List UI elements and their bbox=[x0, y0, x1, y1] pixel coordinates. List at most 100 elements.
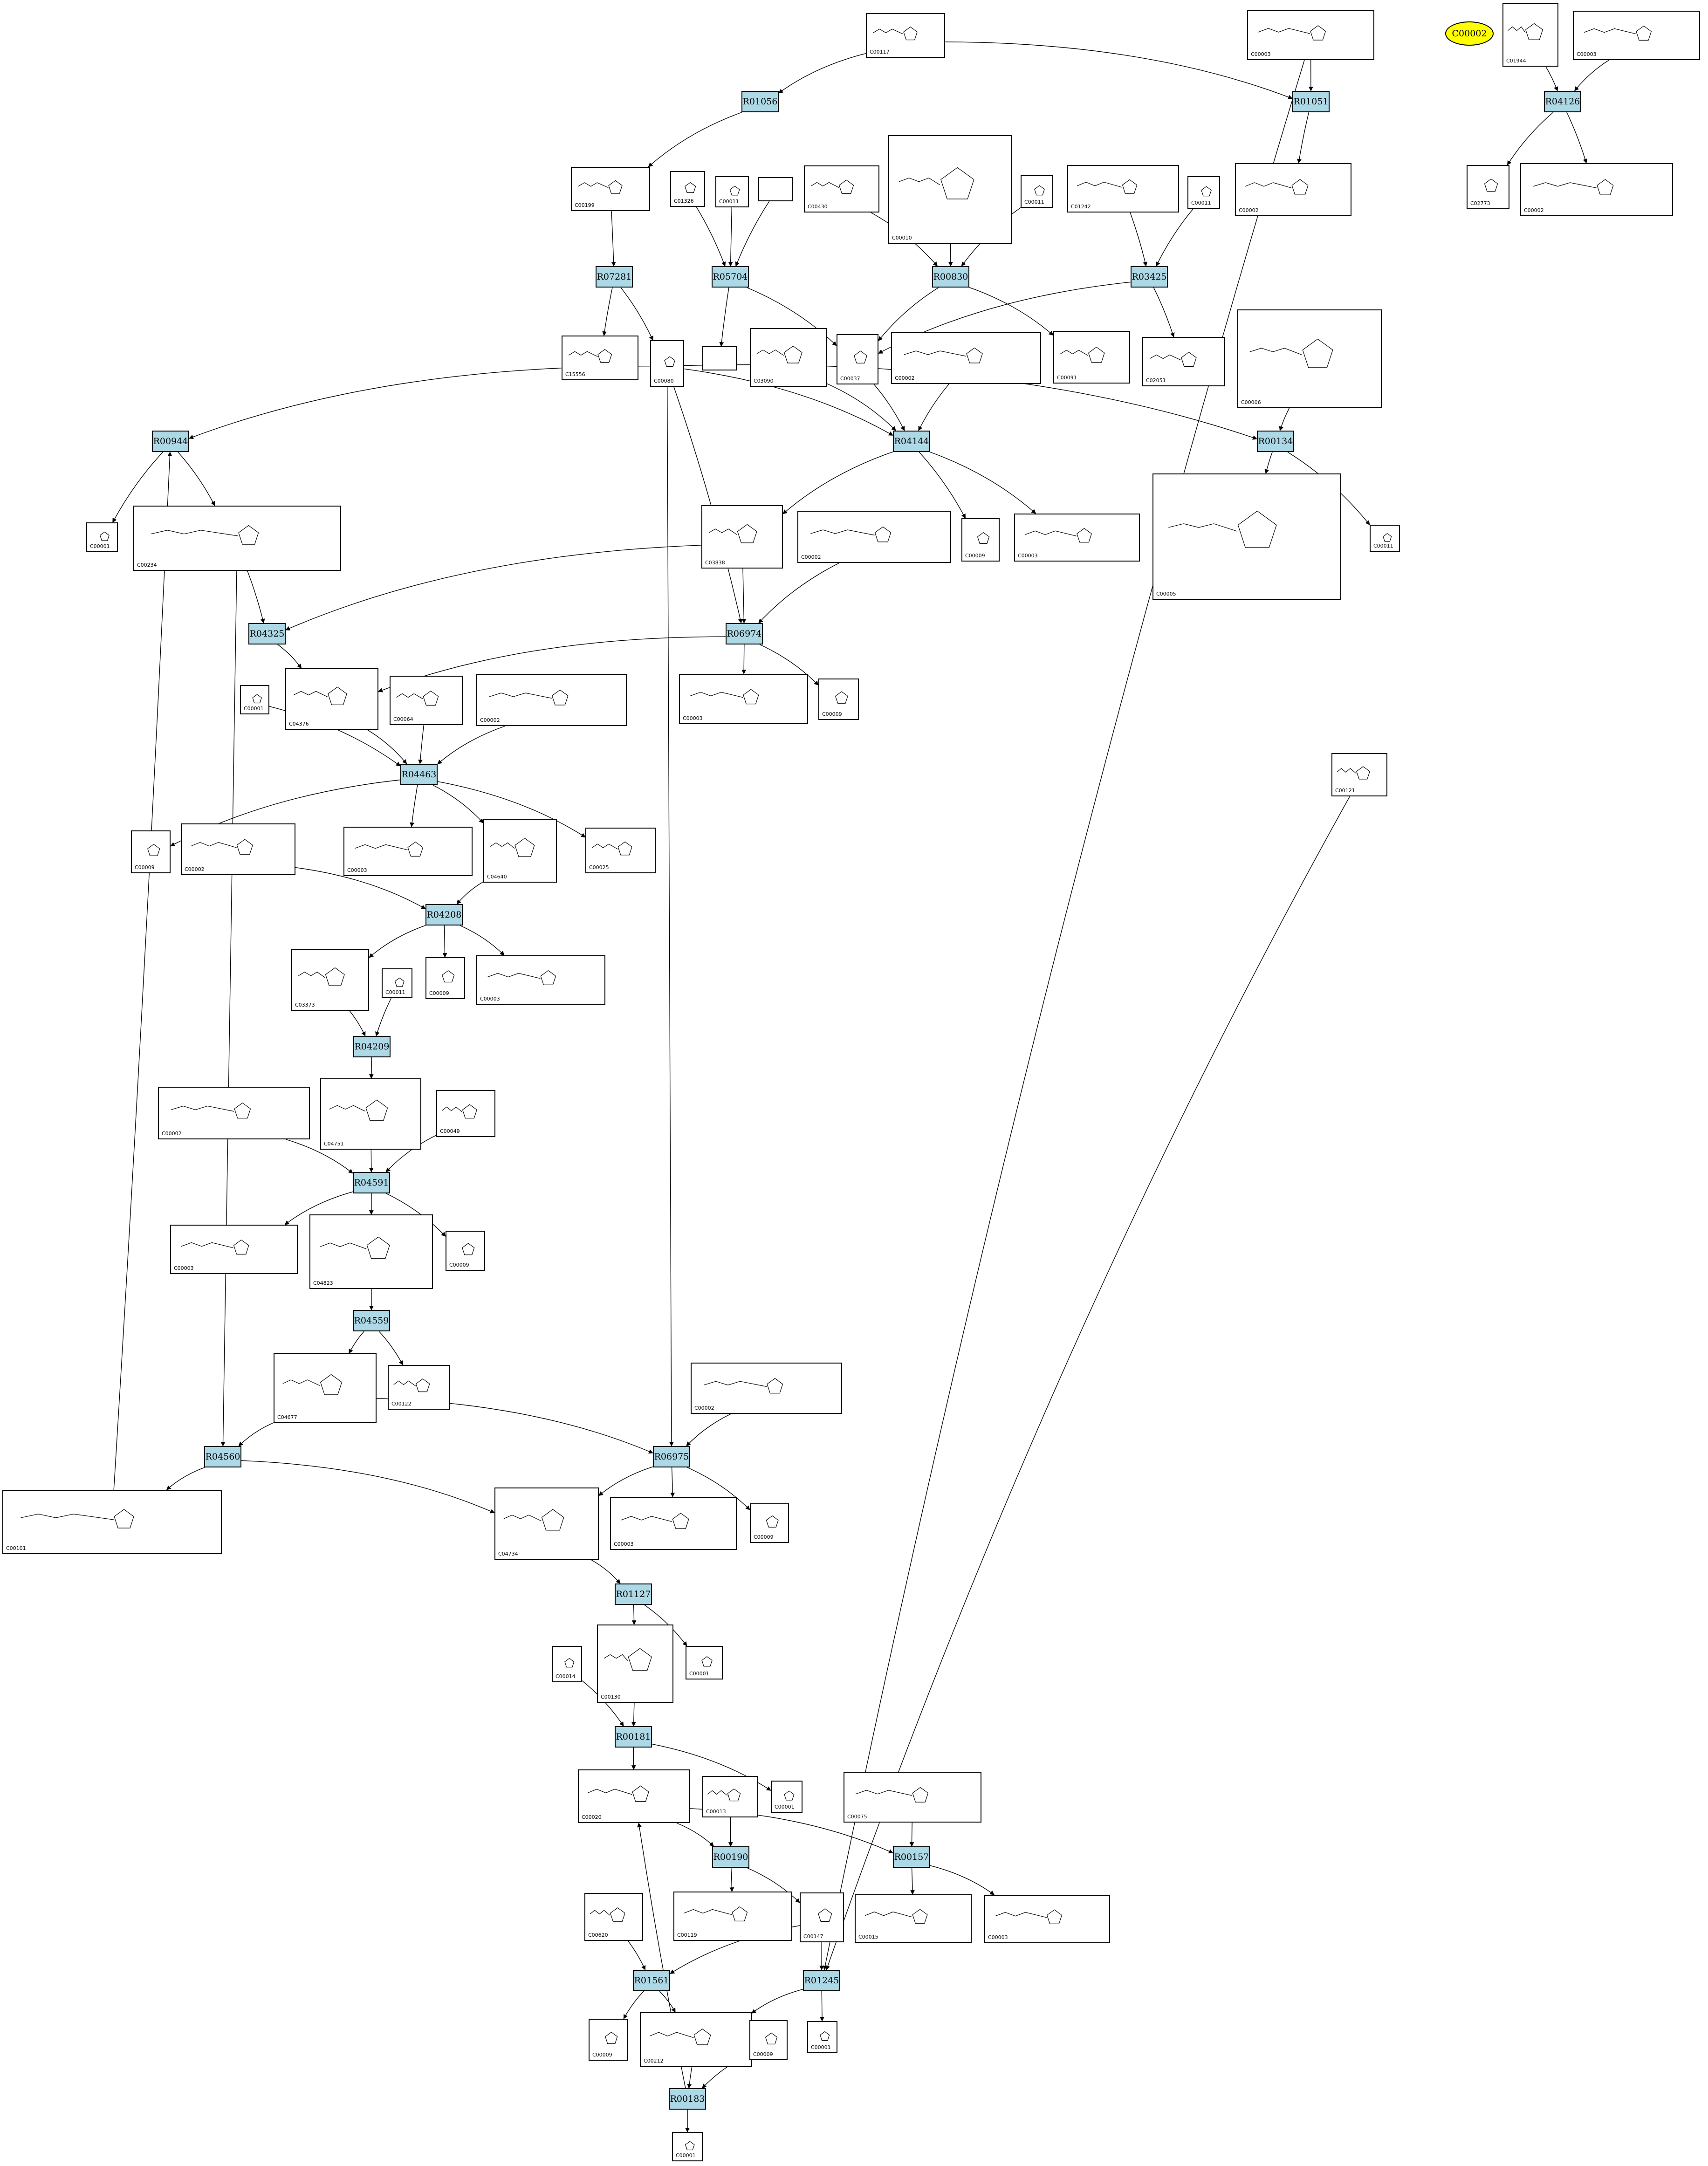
reaction-r01056[interactable]: R01056 bbox=[741, 91, 779, 112]
compound-c00002[interactable]: C00002 bbox=[797, 511, 951, 563]
compound-unlabeled[interactable] bbox=[702, 346, 737, 370]
compound-unlabeled[interactable] bbox=[758, 177, 793, 201]
compound-c03838[interactable]: C03838 bbox=[701, 505, 783, 569]
compound-c01944[interactable]: C01944 bbox=[1502, 3, 1558, 67]
compound-c00212[interactable]: C00212 bbox=[640, 2012, 752, 2067]
reaction-r04463[interactable]: R04463 bbox=[400, 764, 438, 785]
reaction-r04591[interactable]: R04591 bbox=[353, 1172, 390, 1193]
compound-c00001[interactable]: C00001 bbox=[807, 2021, 837, 2053]
compound-c00122[interactable]: C00122 bbox=[388, 1365, 450, 1410]
compound-c04823[interactable]: C04823 bbox=[309, 1214, 433, 1289]
compound-c00430[interactable]: C00430 bbox=[804, 165, 879, 212]
compound-c00009[interactable]: C00009 bbox=[818, 679, 859, 720]
compound-c00001[interactable]: C00001 bbox=[240, 685, 269, 714]
compound-c01326[interactable]: C01326 bbox=[670, 171, 705, 207]
compound-c01242[interactable]: C01242 bbox=[1067, 165, 1179, 212]
compound-c00009[interactable]: C00009 bbox=[750, 1503, 789, 1543]
compound-c00009[interactable]: C00009 bbox=[446, 1231, 485, 1271]
reaction-r07281[interactable]: R07281 bbox=[596, 266, 633, 288]
compound-c00003[interactable]: C00003 bbox=[984, 1895, 1110, 1943]
compound-c00003[interactable]: C00003 bbox=[170, 1225, 298, 1274]
compound-c00002[interactable]: C00002 bbox=[891, 332, 1041, 384]
compound-c00003[interactable]: C00003 bbox=[343, 827, 473, 876]
reaction-r00830[interactable]: R00830 bbox=[932, 266, 969, 288]
reaction-r01561[interactable]: R01561 bbox=[633, 1970, 670, 1991]
compound-c00147[interactable]: C00147 bbox=[800, 1892, 844, 1942]
compound-c04376[interactable]: C04376 bbox=[285, 668, 378, 730]
reaction-r00944[interactable]: R00944 bbox=[152, 431, 189, 452]
reaction-r01127[interactable]: R01127 bbox=[615, 1583, 652, 1605]
reaction-r06974[interactable]: R06974 bbox=[726, 623, 763, 644]
compound-c00003[interactable]: C00003 bbox=[1247, 10, 1374, 60]
compound-c00001[interactable]: C00001 bbox=[686, 1646, 723, 1679]
compound-c00011[interactable]: C00011 bbox=[715, 176, 749, 207]
reaction-r03425[interactable]: R03425 bbox=[1131, 266, 1168, 288]
compound-c00025[interactable]: C00025 bbox=[585, 828, 656, 873]
reaction-r00181[interactable]: R00181 bbox=[615, 1726, 652, 1748]
compound-c04677[interactable]: C04677 bbox=[274, 1353, 377, 1423]
reaction-r01051[interactable]: R01051 bbox=[1292, 91, 1330, 112]
compound-c00234[interactable]: C00234 bbox=[133, 506, 341, 571]
reaction-r05704[interactable]: R05704 bbox=[712, 266, 749, 288]
compound-c00121[interactable]: C00121 bbox=[1331, 753, 1387, 796]
compound-c00009[interactable]: C00009 bbox=[131, 830, 171, 873]
compound-c00002[interactable]: C00002 bbox=[691, 1363, 842, 1414]
compound-c00002[interactable]: C00002 bbox=[181, 823, 295, 875]
reaction-r06975[interactable]: R06975 bbox=[653, 1446, 690, 1467]
compound-c00001[interactable]: C00001 bbox=[672, 2132, 703, 2161]
compound-c00009[interactable]: C00009 bbox=[425, 957, 465, 999]
highlighted-compound-c00002[interactable]: C00002 bbox=[1445, 21, 1494, 46]
compound-c00015[interactable]: C00015 bbox=[855, 1894, 972, 1943]
compound-c00002[interactable]: C00002 bbox=[1520, 163, 1673, 216]
compound-c00199[interactable]: C00199 bbox=[571, 167, 650, 211]
reaction-r04209[interactable]: R04209 bbox=[353, 1036, 391, 1057]
reaction-r01245[interactable]: R01245 bbox=[803, 1970, 840, 1991]
compound-c00002[interactable]: C00002 bbox=[1235, 163, 1351, 216]
compound-c00013[interactable]: C00013 bbox=[702, 1776, 758, 1817]
compound-c00011[interactable]: C00011 bbox=[1370, 525, 1400, 552]
compound-c00009[interactable]: C00009 bbox=[589, 2019, 628, 2061]
compound-c00002[interactable]: C00002 bbox=[158, 1087, 310, 1139]
compound-c00003[interactable]: C00003 bbox=[1573, 11, 1700, 60]
compound-c04751[interactable]: C04751 bbox=[320, 1078, 421, 1150]
compound-c02773[interactable]: C02773 bbox=[1467, 165, 1509, 209]
compound-c00005[interactable]: C00005 bbox=[1152, 473, 1341, 600]
compound-c00037[interactable]: C00037 bbox=[837, 334, 878, 384]
compound-c00620[interactable]: C00620 bbox=[584, 1893, 643, 1941]
compound-c00011[interactable]: C00011 bbox=[1187, 176, 1220, 209]
compound-c00011[interactable]: C00011 bbox=[1021, 175, 1053, 208]
reaction-r00190[interactable]: R00190 bbox=[712, 1846, 749, 1868]
compound-c00119[interactable]: C00119 bbox=[673, 1892, 792, 1941]
reaction-r00157[interactable]: R00157 bbox=[893, 1846, 930, 1868]
compound-c00009[interactable]: C00009 bbox=[961, 518, 1000, 562]
compound-c03090[interactable]: C03090 bbox=[750, 328, 827, 387]
compound-c00091[interactable]: C00091 bbox=[1053, 331, 1130, 384]
compound-c00064[interactable]: C00064 bbox=[390, 676, 463, 725]
compound-c00080[interactable]: C00080 bbox=[650, 340, 684, 387]
reaction-r00183[interactable]: R00183 bbox=[669, 2088, 706, 2110]
reaction-r04144[interactable]: R04144 bbox=[893, 431, 930, 452]
reaction-r04325[interactable]: R04325 bbox=[248, 623, 286, 644]
reaction-r04560[interactable]: R04560 bbox=[204, 1446, 241, 1467]
compound-c00003[interactable]: C00003 bbox=[679, 674, 808, 724]
compound-c00130[interactable]: C00130 bbox=[597, 1624, 673, 1703]
reaction-r04126[interactable]: R04126 bbox=[1544, 91, 1581, 112]
compound-c00020[interactable]: C00020 bbox=[578, 1769, 690, 1823]
compound-c00101[interactable]: C00101 bbox=[2, 1490, 222, 1554]
compound-c03373[interactable]: C03373 bbox=[291, 949, 369, 1011]
compound-c00003[interactable]: C00003 bbox=[476, 955, 605, 1005]
compound-c04734[interactable]: C04734 bbox=[494, 1487, 599, 1560]
compound-c00117[interactable]: C00117 bbox=[866, 13, 945, 58]
compound-c00003[interactable]: C00003 bbox=[1014, 514, 1140, 562]
compound-c00011[interactable]: C00011 bbox=[382, 968, 412, 998]
compound-c00075[interactable]: C00075 bbox=[844, 1772, 981, 1823]
compound-c00002[interactable]: C00002 bbox=[476, 674, 627, 726]
compound-c00009[interactable]: C00009 bbox=[749, 2020, 788, 2060]
reaction-r04559[interactable]: R04559 bbox=[353, 1310, 390, 1331]
compound-c00006[interactable]: C00006 bbox=[1237, 309, 1382, 408]
compound-c00014[interactable]: C00014 bbox=[552, 1646, 582, 1682]
compound-c00010[interactable]: C00010 bbox=[888, 135, 1012, 244]
compound-c02051[interactable]: C02051 bbox=[1142, 337, 1225, 386]
compound-c15556[interactable]: C15556 bbox=[562, 336, 638, 380]
compound-c00001[interactable]: C00001 bbox=[86, 522, 118, 552]
